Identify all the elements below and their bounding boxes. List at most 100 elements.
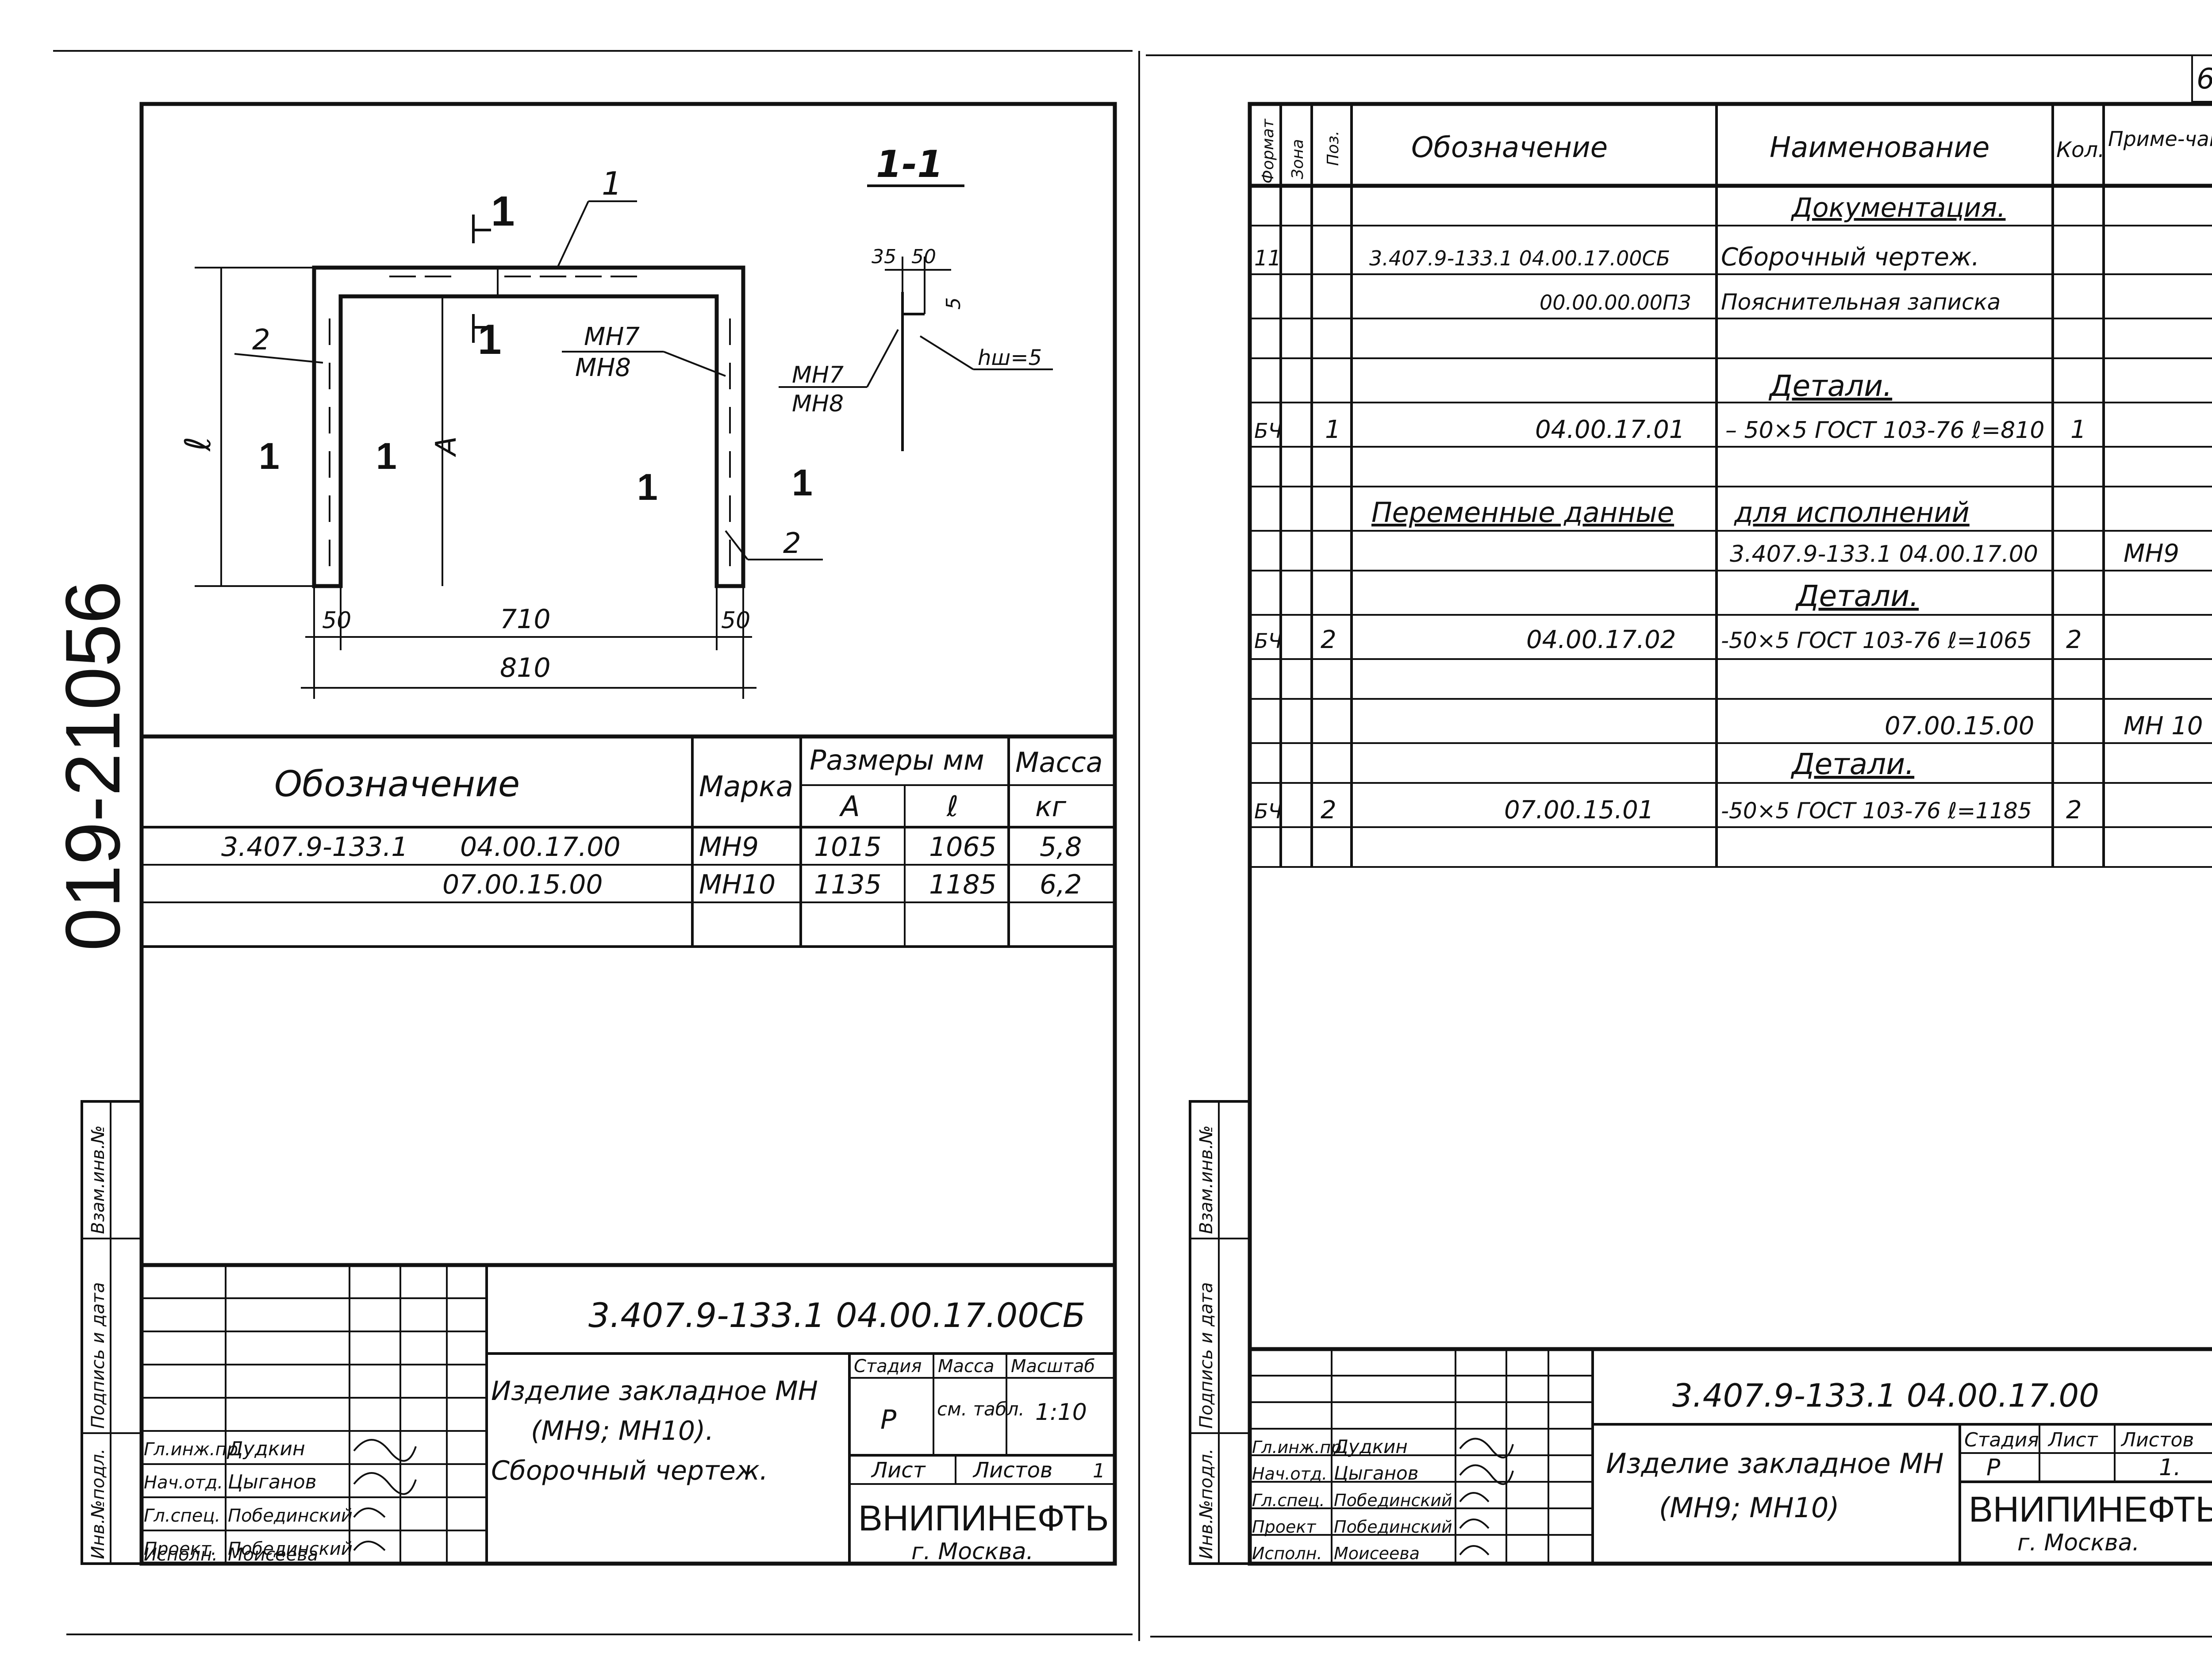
left-sheet: 1 2 2 МН7 МН8 1 1 1 1 1 1 ℓ (81, 102, 1117, 1566)
svg-text:1065: 1065 (929, 832, 997, 863)
svg-text:1: 1 (1325, 415, 1341, 444)
svg-text:Листов: Листов (972, 1458, 1052, 1483)
svg-text:Взам.инв.№: Взам.инв.№ (1196, 1125, 1217, 1234)
svg-text:Масса: Масса (938, 1356, 995, 1377)
left-doc-code: 3.407.9-133.1 04.00.17.00СБ (588, 1296, 1086, 1335)
table-row: 3.407.9-133.1 04.00.17.00 МН9 1015 1065 … (221, 832, 1082, 863)
svg-text:Гл.инж.пр.: Гл.инж.пр. (144, 1439, 244, 1460)
sec-dim-50: 50 (911, 245, 936, 268)
svg-text:Инв.№подл.: Инв.№подл. (1196, 1448, 1217, 1559)
svg-text:6,2: 6,2 (1040, 869, 1082, 900)
svg-text:Документация.: Документация. (1790, 192, 2005, 223)
spec-row: 3.407.9-133.1 04.00.17.00 МН9 (1730, 539, 2179, 568)
cut-mark-right-a: 1 (637, 466, 658, 508)
cut-mark-bottom: 1 (478, 316, 501, 363)
signature-mark (1459, 1438, 1514, 1458)
spec-row: Детали. (1795, 579, 1919, 613)
svg-text:1: 1 (2070, 415, 2086, 444)
left-parameter-table: Обозначение Марка Размеры мм А ℓ Масса к… (142, 734, 1115, 948)
svg-text:04.00.17.02: 04.00.17.02 (1526, 625, 1676, 654)
pos2-label: 2 (252, 324, 270, 357)
svg-text:Побединский: Побединский (228, 1539, 353, 1559)
left-title-block: 3.407.9-133.1 04.00.17.00СБ Изделие закл… (142, 1263, 1115, 1565)
svg-text:3.407.9-133.1 04.00.17.00: 3.407.9-133.1 04.00.17.00 (1730, 541, 2038, 568)
svg-text:3.407.9-133.1: 3.407.9-133.1 (221, 832, 408, 863)
svg-text:5,8: 5,8 (1040, 832, 1082, 863)
leader-mark (663, 351, 726, 377)
dim-810: 810 (500, 652, 551, 683)
spec-row: 11 3.407.9-133.1 04.00.17.00СБ Сборочный… (1254, 243, 1979, 272)
col-l: ℓ (946, 790, 958, 823)
svg-text:МН10: МН10 (699, 869, 776, 900)
svg-text:1:10: 1:10 (1035, 1399, 1087, 1426)
sec-mark-mn7: МН7 (792, 362, 844, 388)
svg-text:1135: 1135 (814, 869, 882, 900)
dim-l-label: ℓ (177, 437, 219, 452)
right-frame (1248, 102, 2212, 1566)
spec-table: Формат Зона Поз. Обозначение Наименовани… (1250, 104, 2212, 868)
svg-text:Масштаб: Масштаб (1011, 1356, 1095, 1377)
side-stamp: 019-21056 (50, 581, 136, 951)
svg-text:Побединский: Побединский (1334, 1491, 1452, 1510)
svg-text:Сборочный чертеж.: Сборочный чертеж. (491, 1455, 768, 1486)
dim-50b: 50 (721, 607, 750, 634)
mark-mn8: МН8 (575, 353, 631, 382)
spec-row: Детали. (1790, 747, 1914, 781)
svg-text:Взам.инв.№: Взам.инв.№ (88, 1125, 108, 1234)
svg-text:-50×5 ГОСТ 103-76 ℓ=1185: -50×5 ГОСТ 103-76 ℓ=1185 (1721, 798, 2032, 824)
right-doc-code: 3.407.9-133.1 04.00.17.00 (1672, 1377, 2099, 1414)
svg-text:3.407.9-133.1 04.00.17.00СБ: 3.407.9-133.1 04.00.17.00СБ (1369, 246, 1670, 270)
col-mass: Масса (1015, 746, 1103, 778)
hdr-pos: Поз. (1324, 130, 1342, 166)
dim-a-label: A (430, 436, 463, 457)
svg-text:Гл.спец.: Гл.спец. (144, 1506, 220, 1526)
svg-text:БЧ: БЧ (1254, 799, 1282, 823)
svg-text:Детали.: Детали. (1790, 747, 1914, 781)
svg-text:Цыганов: Цыганов (1334, 1462, 1418, 1484)
svg-text:1015: 1015 (814, 832, 882, 863)
signature-mark (353, 1472, 417, 1495)
leader-pos2 (234, 353, 323, 364)
svg-text:Нач.отд.: Нач.отд. (1252, 1464, 1327, 1484)
svg-text:2: 2 (1321, 625, 1336, 654)
svg-text:11: 11 (1254, 246, 1281, 271)
svg-text:Гл.инж.пр.: Гл.инж.пр. (1252, 1438, 1347, 1457)
signature-mark (353, 1541, 386, 1551)
svg-text:Детали.: Детали. (1768, 369, 1892, 403)
cut-mark-left-a: 1 (259, 435, 280, 477)
signature-mark (1459, 1464, 1514, 1485)
svg-text:07.00.15.00: 07.00.15.00 (1885, 712, 2034, 740)
svg-text:Гл.спец.: Гл.спец. (1252, 1491, 1325, 1510)
right-signatures: Гл.инж.пр. Дудкин Нач.отд. Цыганов Гл.сп… (1252, 1436, 1514, 1563)
col-designation: Обозначение (274, 763, 520, 805)
hdr-name: Наименование (1770, 131, 1989, 164)
svg-text:04.00.17.00: 04.00.17.00 (460, 832, 621, 863)
sec-mark-mn8: МН8 (792, 391, 844, 417)
left-org: ВНИПИНЕФТЬ (858, 1498, 1109, 1538)
svg-text:2: 2 (1321, 796, 1336, 824)
hdr-designation: Обозначение (1411, 131, 1608, 164)
svg-text:Переменные данные: Переменные данные (1371, 496, 1674, 529)
spec-row: БЧ 2 04.00.17.02 -50×5 ГОСТ 103-76 ℓ=106… (1254, 625, 2082, 654)
svg-text:Стадия: Стадия (1964, 1429, 2039, 1451)
svg-text:Инв.№подл.: Инв.№подл. (88, 1448, 108, 1559)
svg-text:МН9: МН9 (699, 832, 759, 863)
section-1-1: 1-1 35 50 5 МН7 МН8 hш=5 (779, 142, 1053, 451)
svg-text:Лист: Лист (871, 1458, 926, 1483)
leader-pos1 (557, 201, 589, 268)
svg-text:Р: Р (1986, 1454, 2001, 1481)
svg-text:Р: Р (880, 1404, 897, 1435)
col-sizes: Размеры мм (810, 744, 984, 776)
svg-text:Проект: Проект (1252, 1517, 1317, 1537)
svg-text:07.00.15.01: 07.00.15.01 (1504, 796, 1654, 824)
svg-text:Побединский: Побединский (228, 1506, 353, 1526)
svg-text:2: 2 (2066, 796, 2082, 824)
signature-mark (353, 1507, 386, 1518)
svg-text:БЧ: БЧ (1254, 629, 1282, 653)
hdr-zone: Зона (1289, 139, 1307, 179)
right-sheet: Формат Зона Поз. Обозначение Наименовани… (1189, 102, 2212, 1566)
weld-size: hш=5 (978, 345, 1042, 370)
svg-text:см. табл.: см. табл. (937, 1398, 1025, 1420)
sec-dim-5: 5 (942, 297, 965, 310)
signature-mark (353, 1439, 417, 1462)
